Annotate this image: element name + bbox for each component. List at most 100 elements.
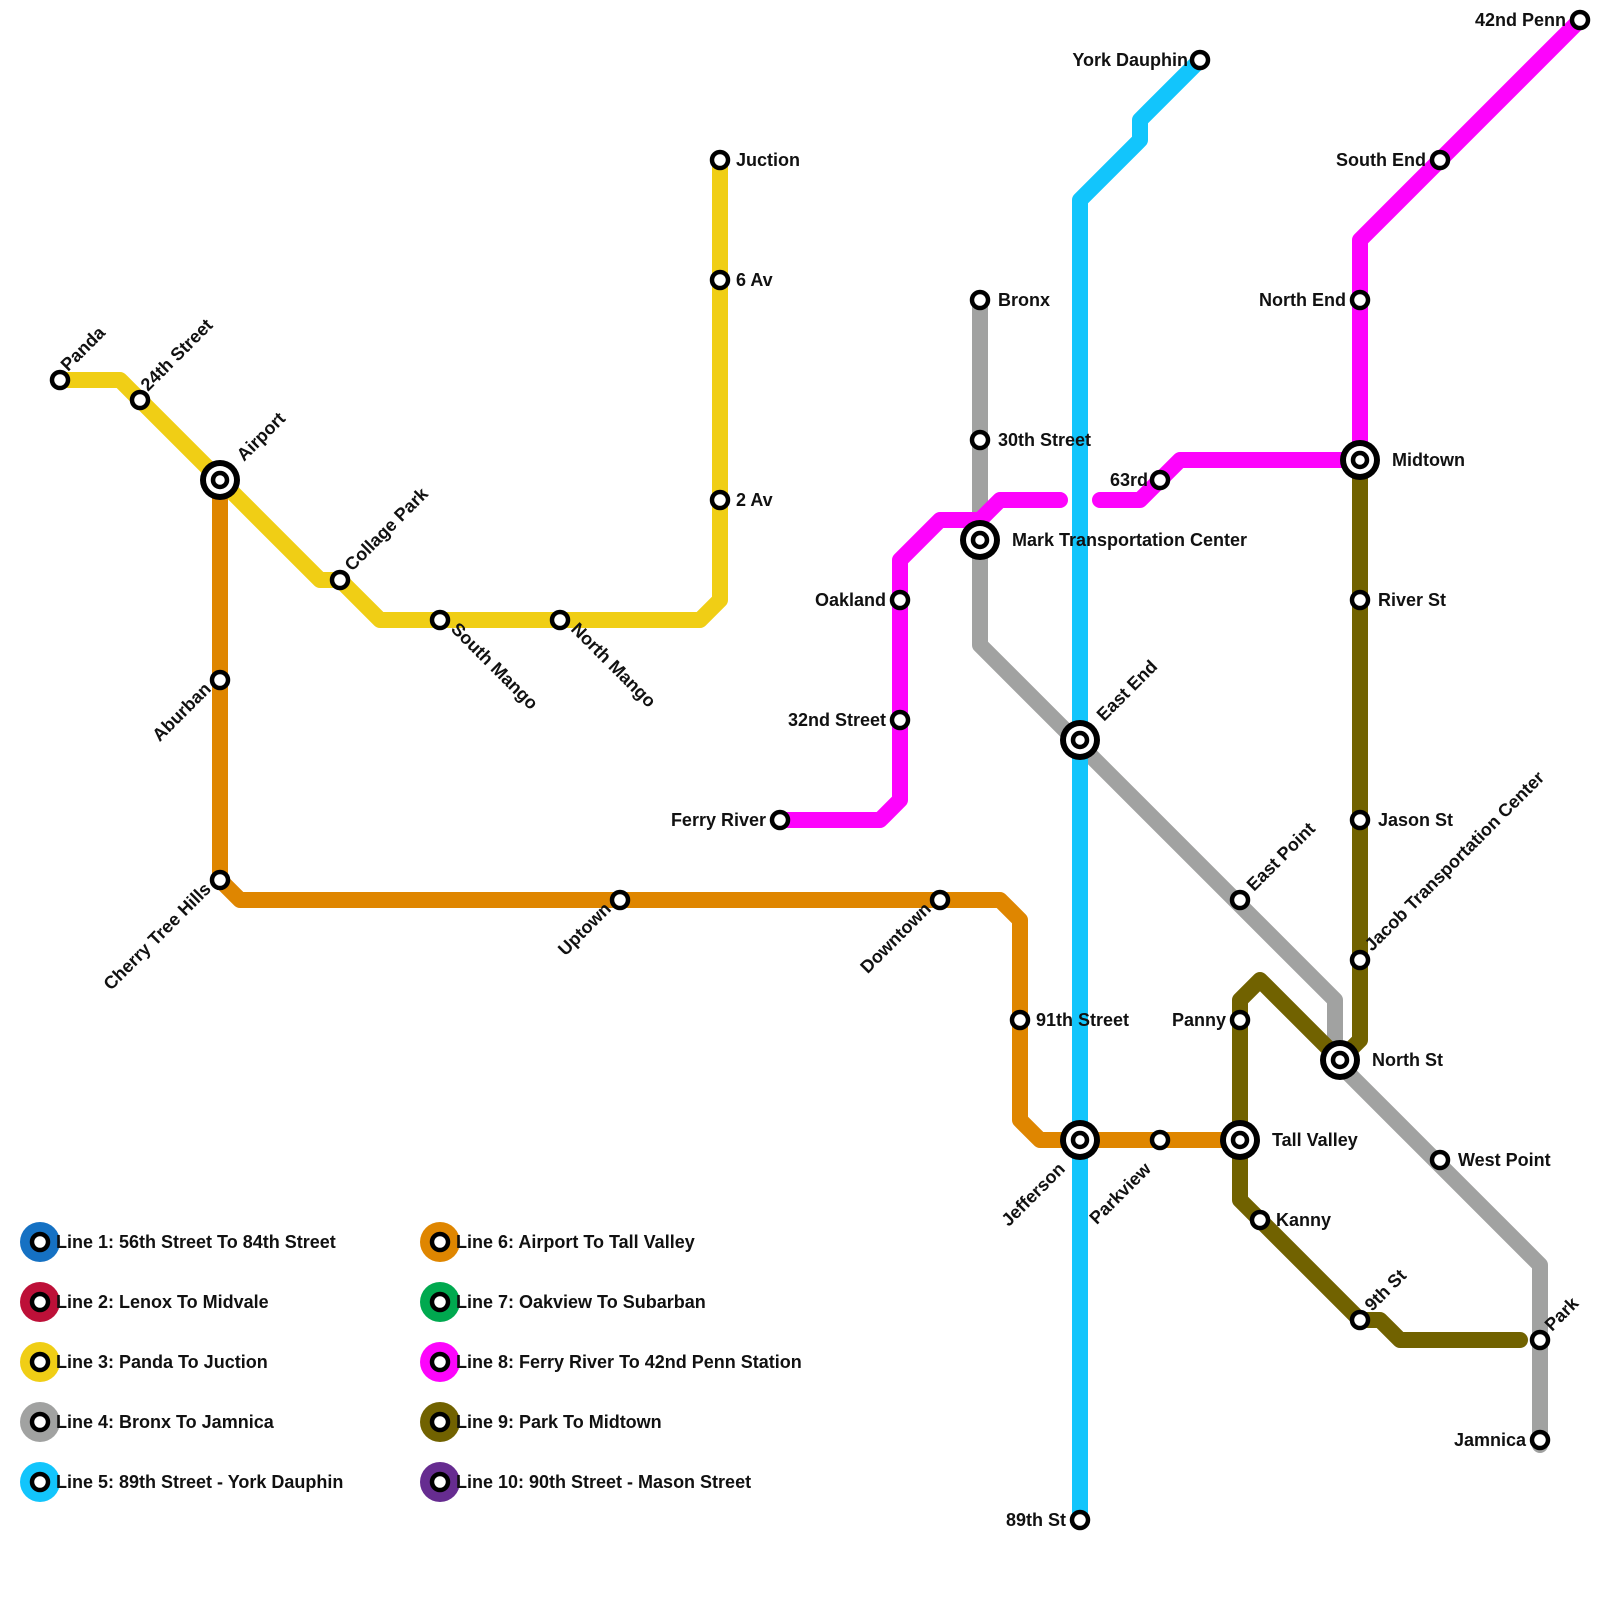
station-label-downtown: Downtown bbox=[856, 899, 934, 977]
interchange-marker-center bbox=[1070, 730, 1090, 750]
station-marker bbox=[129, 389, 151, 411]
station-label-bronx: Bronx bbox=[998, 290, 1050, 310]
station-label-91th-street: 91th Street bbox=[1036, 1010, 1129, 1030]
legend-swatch-station-icon bbox=[29, 1351, 51, 1373]
station-label-kanny: Kanny bbox=[1276, 1210, 1331, 1230]
station-label-east-point: East Point bbox=[1243, 818, 1319, 894]
station-marker bbox=[1429, 1149, 1451, 1171]
station-label-9th-st: 9th St bbox=[1361, 1265, 1411, 1315]
legend-label: Line 3: Panda To Juction bbox=[56, 1352, 268, 1372]
legend-swatch-station-icon bbox=[429, 1231, 451, 1253]
station-label-west-point: West Point bbox=[1458, 1150, 1551, 1170]
station-marker bbox=[1349, 949, 1371, 971]
station-label-panny: Panny bbox=[1172, 1010, 1226, 1030]
station-label-89th-st: 89th St bbox=[1006, 1510, 1066, 1530]
station-marker bbox=[1229, 1009, 1251, 1031]
station-label-north-end: North End bbox=[1259, 290, 1346, 310]
interchange-marker-center bbox=[970, 530, 990, 550]
station-marker bbox=[969, 289, 991, 311]
station-label-midtown: Midtown bbox=[1392, 450, 1465, 470]
station-label-6-av: 6 Av bbox=[736, 270, 773, 290]
legend-label: Line 9: Park To Midtown bbox=[456, 1412, 662, 1432]
line-8-route-west bbox=[772, 492, 1068, 828]
station-marker bbox=[709, 269, 731, 291]
legend-label: Line 1: 56th Street To 84th Street bbox=[56, 1232, 336, 1252]
station-marker bbox=[889, 709, 911, 731]
line-3-route bbox=[52, 152, 728, 628]
station-label-24th-street: 24th Street bbox=[137, 315, 217, 395]
legend-label: Line 6: Airport To Tall Valley bbox=[456, 1232, 695, 1252]
station-marker bbox=[1569, 9, 1591, 31]
station-marker bbox=[549, 609, 571, 631]
station-label-cherry-tree-hills: Cherry Tree Hills bbox=[100, 879, 215, 994]
station-marker bbox=[329, 569, 351, 591]
station-marker bbox=[209, 669, 231, 691]
line-8-route-east bbox=[1092, 12, 1588, 508]
station-marker bbox=[1149, 1129, 1171, 1151]
legend-swatch-station-icon bbox=[29, 1291, 51, 1313]
station-marker bbox=[709, 149, 731, 171]
station-label-30th-street: 30th Street bbox=[998, 430, 1091, 450]
station-label-63rd: 63rd bbox=[1110, 470, 1148, 490]
legend-label: Line 5: 89th Street - York Dauphin bbox=[56, 1472, 343, 1492]
station-marker bbox=[1149, 469, 1171, 491]
station-label-york-dauphin: York Dauphin bbox=[1072, 50, 1188, 70]
station-marker bbox=[209, 869, 231, 891]
station-label-aburban: Aburban bbox=[148, 679, 214, 745]
station-label-parkview: Parkview bbox=[1085, 1158, 1155, 1228]
station-marker bbox=[1429, 149, 1451, 171]
station-label-ferry-river: Ferry River bbox=[671, 810, 766, 830]
legend-label: Line 8: Ferry River To 42nd Penn Station bbox=[456, 1352, 802, 1372]
interchange-marker-center bbox=[1350, 450, 1370, 470]
station-label-jamnica: Jamnica bbox=[1454, 1430, 1527, 1450]
station-label-mark-transportation-center: Mark Transportation Center bbox=[1012, 530, 1247, 550]
interchange-marker-center bbox=[210, 470, 230, 490]
station-label-collage-park: Collage Park bbox=[341, 483, 433, 575]
interchange-marker-center bbox=[1330, 1050, 1350, 1070]
station-marker bbox=[609, 889, 631, 911]
station-marker bbox=[1069, 1509, 1091, 1531]
station-marker bbox=[769, 809, 791, 831]
station-label-south-mango: South Mango bbox=[447, 619, 542, 714]
station-label-south-end: South End bbox=[1336, 150, 1426, 170]
station-label-42nd-penn: 42nd Penn bbox=[1475, 10, 1566, 30]
station-marker bbox=[709, 489, 731, 511]
station-marker bbox=[929, 889, 951, 911]
station-label-oakland: Oakland bbox=[815, 590, 886, 610]
station-label-river-st: River St bbox=[1378, 590, 1446, 610]
station-label-north-mango: North Mango bbox=[567, 619, 660, 712]
legend-label: Line 10: 90th Street - Mason Street bbox=[456, 1472, 751, 1492]
legend-swatch-station-icon bbox=[29, 1231, 51, 1253]
station-marker bbox=[1349, 289, 1371, 311]
station-marker bbox=[429, 609, 451, 631]
station-label-2-av: 2 Av bbox=[736, 490, 773, 510]
legend-swatch-station-icon bbox=[29, 1411, 51, 1433]
station-label-tall-valley: Tall Valley bbox=[1272, 1130, 1358, 1150]
station-label-north-st: North St bbox=[1372, 1050, 1443, 1070]
line-5-route bbox=[1072, 52, 1208, 1528]
interchange-marker-center bbox=[1070, 1130, 1090, 1150]
station-marker bbox=[1349, 1309, 1371, 1331]
station-label-panda: Panda bbox=[57, 322, 110, 375]
legend-swatch-station-icon bbox=[429, 1351, 451, 1373]
station-label-juction: Juction bbox=[736, 150, 800, 170]
station-marker bbox=[969, 429, 991, 451]
station-marker bbox=[1349, 589, 1371, 611]
station-marker bbox=[1229, 889, 1251, 911]
station-label-east-end: East End bbox=[1093, 656, 1162, 725]
station-marker bbox=[889, 589, 911, 611]
station-marker bbox=[1189, 49, 1211, 71]
station-marker bbox=[1009, 1009, 1031, 1031]
legend-label: Line 2: Lenox To Midvale bbox=[56, 1292, 269, 1312]
station-marker bbox=[1349, 809, 1371, 831]
legend-label: Line 7: Oakview To Subarban bbox=[456, 1292, 706, 1312]
route-lines bbox=[52, 12, 1588, 1528]
stations bbox=[49, 9, 1591, 1531]
legend-label: Line 4: Bronx To Jamnica bbox=[56, 1412, 275, 1432]
station-label-32nd-street: 32nd Street bbox=[788, 710, 886, 730]
station-marker bbox=[1529, 1429, 1551, 1451]
station-label-airport: Airport bbox=[233, 408, 290, 465]
legend-swatch-station-icon bbox=[429, 1411, 451, 1433]
interchange-marker-center bbox=[1230, 1130, 1250, 1150]
